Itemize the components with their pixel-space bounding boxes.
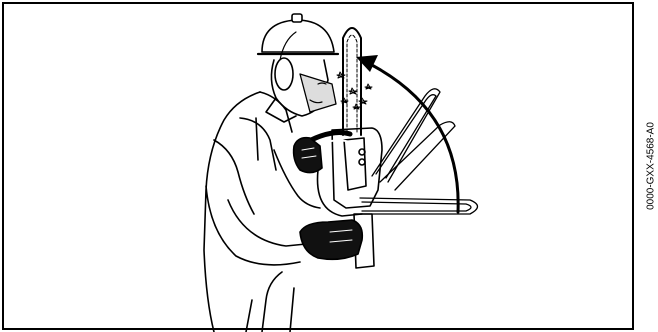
ghost-bar-horizontal: [359, 197, 479, 215]
operator-collar: [265, 97, 297, 123]
ghost-bar-diagonal-low: [379, 121, 456, 191]
kickback-arrow: [356, 55, 460, 214]
chainsaw-bar: [342, 27, 362, 136]
earmuff-icon: [274, 57, 294, 91]
arrowhead-icon: [356, 55, 378, 72]
ghost-bar-diagonal-mid: [371, 88, 441, 183]
gloved-hand-front: [292, 136, 323, 174]
gloved-hand-rear: [299, 219, 364, 261]
figure-code: 0000-GXX-4568-A0: [645, 122, 657, 210]
spark-stars: [336, 71, 373, 110]
operator-head: [256, 13, 340, 117]
operator-body: [203, 91, 321, 332]
